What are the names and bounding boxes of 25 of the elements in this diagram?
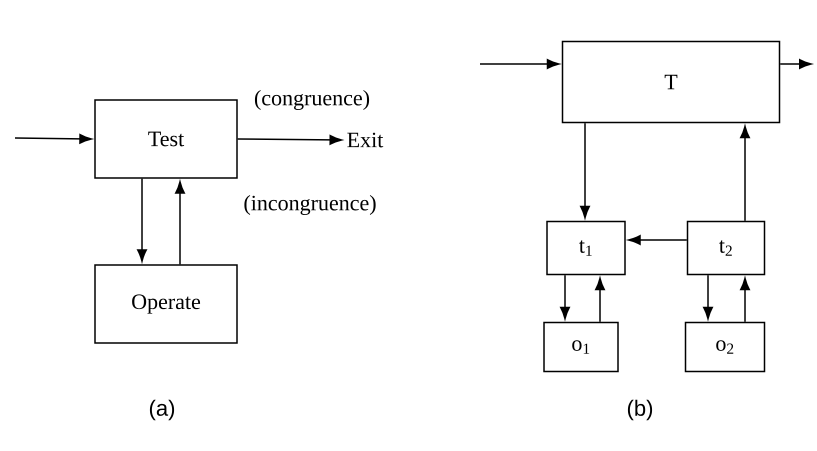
exit-text: Exit <box>347 132 384 148</box>
arrow <box>15 134 92 144</box>
panel-label: (b) <box>628 400 652 420</box>
arrow <box>628 235 687 245</box>
arrow <box>703 275 713 320</box>
arrow <box>175 181 185 264</box>
arrow <box>580 123 590 218</box>
arrow <box>595 278 605 322</box>
arrow <box>560 275 570 320</box>
process-box: t$_{2}$ <box>686 220 766 276</box>
process-box: t$_{1}$ <box>546 220 626 276</box>
edge-label: (congruence) <box>252 89 372 111</box>
arrow <box>137 178 147 262</box>
process-box: o$_{1}$ <box>543 322 619 372</box>
edge-label: (incongruence) <box>242 194 378 216</box>
panel-label: (a) <box>150 400 174 420</box>
process-box: o$_{2}$ <box>684 322 766 372</box>
process-box: Test <box>94 99 238 179</box>
process-box: Operate <box>94 264 238 344</box>
arrow <box>740 278 750 322</box>
arrow <box>740 126 750 221</box>
arrow <box>480 59 560 69</box>
process-box: T <box>562 40 780 124</box>
arrow <box>238 134 342 145</box>
arrow <box>780 59 812 69</box>
